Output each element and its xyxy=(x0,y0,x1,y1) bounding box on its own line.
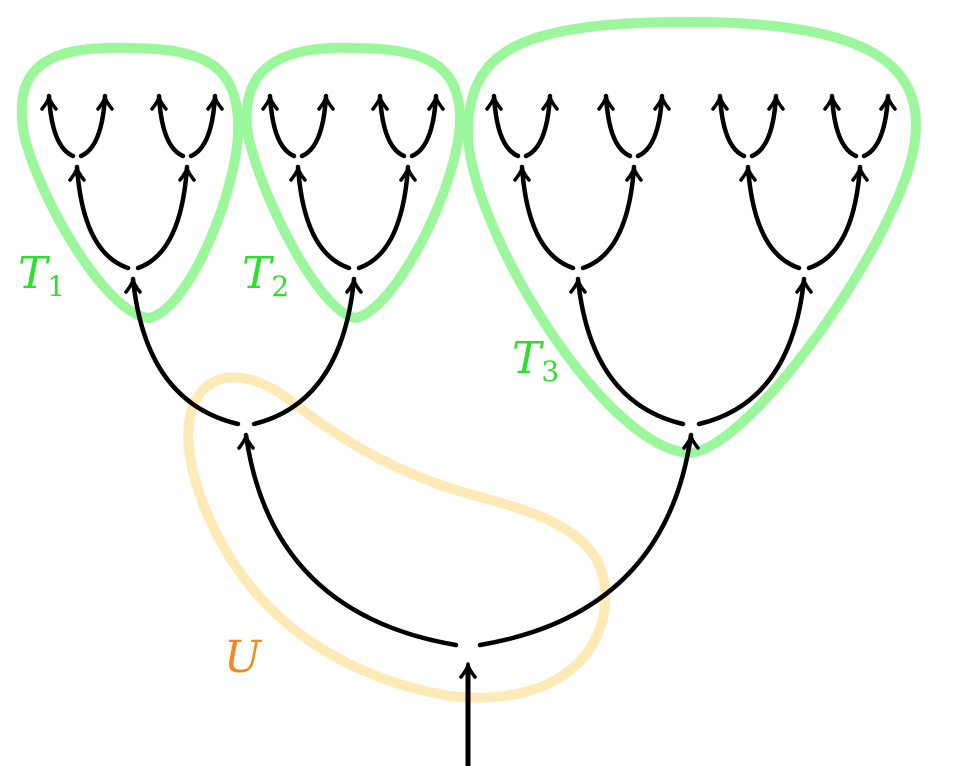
upper-part-u-outline xyxy=(183,372,611,703)
edge-leaf-0-arrowhead xyxy=(40,94,58,111)
label-u: U xyxy=(224,632,263,683)
edge-leaf-6 xyxy=(377,93,407,159)
edge-leaf-14-arrowhead xyxy=(823,94,841,111)
tree-edges xyxy=(46,93,891,766)
subtree-t3-outline xyxy=(462,17,921,458)
edge-leaf-5-arrowhead xyxy=(317,94,335,111)
edge-a-right-arrowhead xyxy=(345,277,363,294)
edge-l2-3-0 xyxy=(745,164,802,271)
edge-b-right-arrowhead xyxy=(795,277,813,294)
edge-root-left xyxy=(243,432,459,648)
edge-leaf-5 xyxy=(299,93,329,159)
edge-l2-2-0-arrowhead xyxy=(513,165,531,182)
edge-a-right xyxy=(251,276,357,427)
label-t3: T3 xyxy=(512,333,559,388)
edge-leaf-9-arrowhead xyxy=(541,94,559,111)
edge-leaf-12-arrowhead xyxy=(711,94,729,111)
edge-leaf-14 xyxy=(829,93,859,159)
edge-root-right xyxy=(477,432,694,648)
edge-l2-0-1 xyxy=(135,164,190,271)
edge-leaf-13-arrowhead xyxy=(767,94,785,111)
edge-leaf-3 xyxy=(188,93,218,159)
edge-leaf-10-arrowhead xyxy=(597,94,615,111)
edge-a-left-arrowhead xyxy=(124,277,142,294)
edge-leaf-4 xyxy=(267,93,297,159)
edge-l2-2-0 xyxy=(519,164,576,271)
edge-leaf-11 xyxy=(635,93,665,159)
edge-l2-1-0-arrowhead xyxy=(289,165,307,182)
edge-l2-3-0-arrowhead xyxy=(739,165,757,182)
edge-b-left xyxy=(575,276,686,427)
edge-leaf-8 xyxy=(491,93,521,159)
edge-leaf-10 xyxy=(603,93,633,159)
edge-l2-3-1-arrowhead xyxy=(851,165,869,182)
edge-l2-1-1-arrowhead xyxy=(399,165,417,182)
edge-b-left-arrowhead xyxy=(569,277,587,294)
edge-leaf-11-arrowhead xyxy=(653,94,671,111)
edge-b-right xyxy=(696,276,807,427)
edge-l2-1-0 xyxy=(295,164,352,271)
edge-root-right-arrowhead xyxy=(682,433,700,450)
edge-l2-0-1-arrowhead xyxy=(178,165,196,182)
edge-l2-3-1 xyxy=(806,164,863,271)
edge-leaf-7-arrowhead xyxy=(427,94,445,111)
subtree-t1-outline xyxy=(16,42,244,323)
tree-arrowheads xyxy=(40,94,897,679)
edge-a-left xyxy=(130,276,241,427)
edge-l2-0-0 xyxy=(74,164,131,271)
edge-leaf-9 xyxy=(523,93,553,159)
subtree-t2-outline xyxy=(241,42,466,323)
edge-l2-2-1 xyxy=(580,164,637,271)
edge-leaf-15-arrowhead xyxy=(879,94,897,111)
edge-leaf-13 xyxy=(749,93,779,159)
edge-l2-0-0-arrowhead xyxy=(68,165,86,182)
edge-leaf-7 xyxy=(409,93,439,159)
edge-leaf-6-arrowhead xyxy=(371,94,389,111)
edge-leaf-8-arrowhead xyxy=(485,94,503,111)
edge-leaf-2-arrowhead xyxy=(150,94,168,111)
edge-leaf-2 xyxy=(156,93,186,159)
edge-leaf-4-arrowhead xyxy=(261,94,279,111)
edge-l2-2-1-arrowhead xyxy=(625,165,643,182)
label-t2: T2 xyxy=(242,248,289,303)
edge-leaf-1 xyxy=(78,93,108,159)
edge-leaf-12 xyxy=(717,93,747,159)
edge-root-left-arrowhead xyxy=(237,433,255,450)
edge-l2-1-1 xyxy=(356,164,411,271)
label-t1: T1 xyxy=(18,248,65,303)
edge-leaf-0 xyxy=(46,93,76,159)
edge-leaf-3-arrowhead xyxy=(206,94,224,111)
edge-leaf-1-arrowhead xyxy=(96,94,114,111)
root-stem-arrowhead xyxy=(459,662,477,679)
edge-leaf-15 xyxy=(861,93,891,159)
